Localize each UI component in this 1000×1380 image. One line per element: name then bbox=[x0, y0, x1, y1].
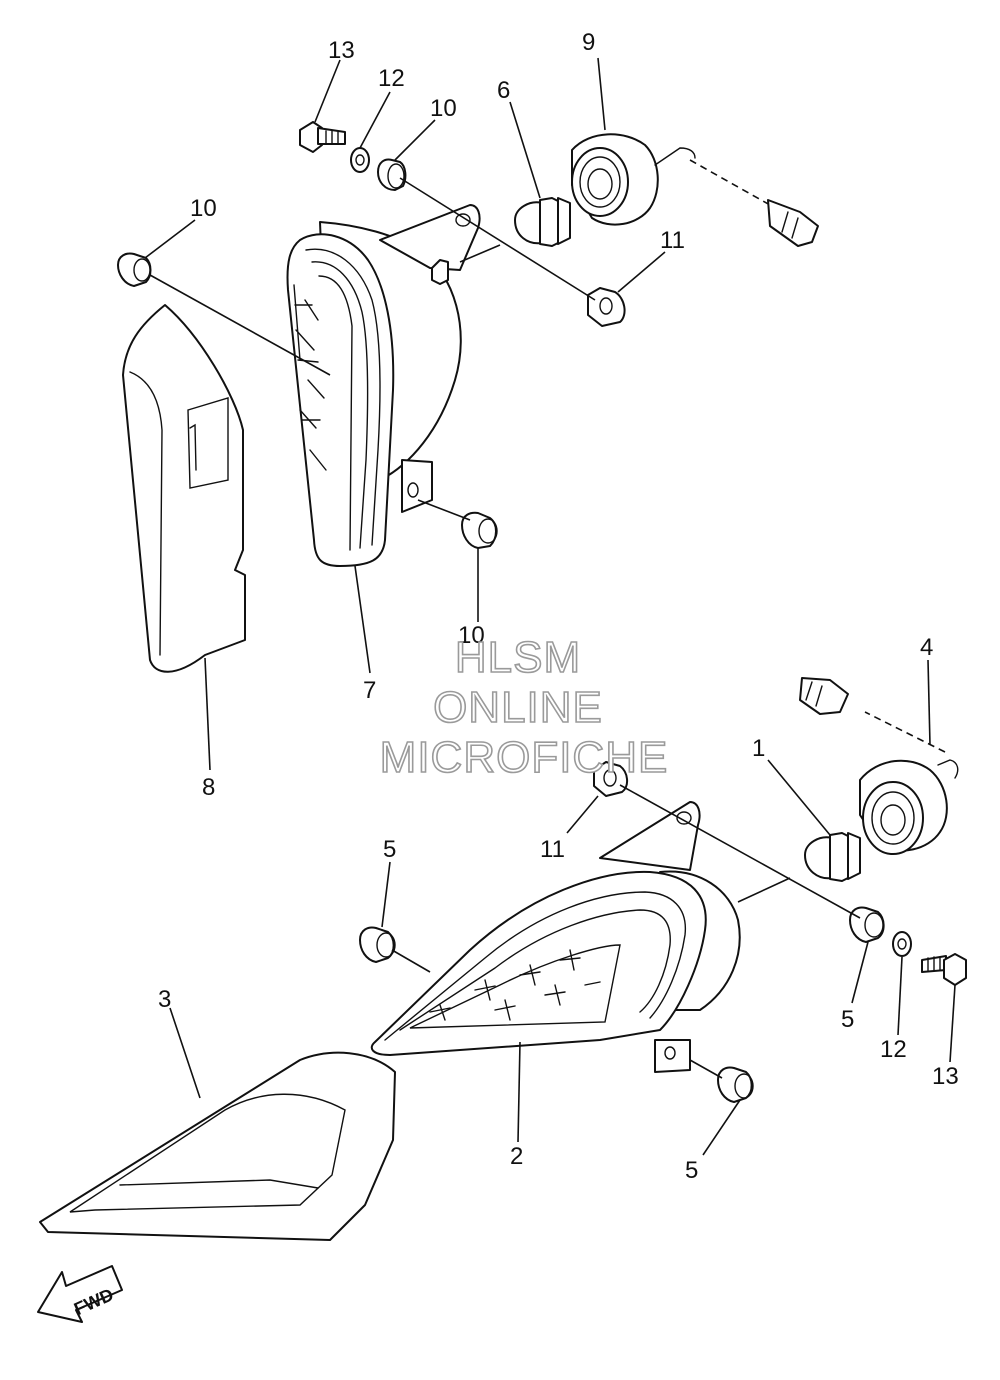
grommet-lower-a[interactable] bbox=[359, 926, 396, 963]
callout-11-upper: 11 bbox=[660, 227, 685, 254]
washer-lower[interactable] bbox=[892, 931, 912, 957]
bulb-upper[interactable] bbox=[514, 197, 571, 247]
watermark-line-3: MICROFICHE bbox=[380, 733, 669, 782]
callout-8: 8 bbox=[202, 774, 215, 801]
lens-cover-lower[interactable] bbox=[39, 1051, 396, 1241]
lens-cover-upper[interactable] bbox=[122, 304, 246, 673]
watermark-line-1: HLSM bbox=[455, 633, 581, 682]
callout-5-lower-right: 5 bbox=[841, 1006, 854, 1033]
guide-line-lower-4 bbox=[737, 877, 791, 903]
callout-12-upper: 12 bbox=[378, 65, 405, 92]
bulb-lower[interactable] bbox=[804, 832, 861, 882]
callout-13-lower: 13 bbox=[932, 1063, 959, 1090]
callout-10-upper-top: 10 bbox=[430, 95, 457, 122]
callout-12-lower: 12 bbox=[880, 1036, 907, 1063]
callout-6: 6 bbox=[497, 77, 510, 104]
bulb-socket-upper[interactable] bbox=[571, 133, 819, 247]
turn-signal-body-lower[interactable] bbox=[370, 801, 741, 1073]
bolt-upper[interactable] bbox=[299, 121, 346, 153]
guide-line-lower-1 bbox=[619, 784, 861, 919]
bulb-socket-lower[interactable] bbox=[799, 677, 959, 855]
guide-line-lower-2 bbox=[391, 949, 431, 973]
guide-line-upper-4 bbox=[459, 244, 501, 263]
callout-1: 1 bbox=[752, 735, 765, 762]
callout-4: 4 bbox=[920, 634, 933, 661]
callout-7: 7 bbox=[363, 677, 376, 704]
callout-9: 9 bbox=[582, 29, 595, 56]
bolt-lower[interactable] bbox=[921, 953, 967, 986]
callout-13-upper: 13 bbox=[328, 37, 355, 64]
fwd-arrow-icon: FWD bbox=[37, 1265, 123, 1323]
grommet-upper-c[interactable] bbox=[461, 511, 498, 549]
guide-line-lower-3 bbox=[689, 1059, 723, 1079]
callout-10-upper-left: 10 bbox=[190, 195, 217, 222]
callout-leaders bbox=[144, 57, 956, 1156]
guide-line-upper-3 bbox=[417, 499, 471, 521]
callout-5-lower-left: 5 bbox=[383, 836, 396, 863]
guide-line-upper-1 bbox=[149, 274, 331, 376]
watermark-line-2: ONLINE bbox=[433, 683, 603, 732]
callout-10-upper-bottom: 10 bbox=[458, 622, 485, 649]
grommet-lower-b[interactable] bbox=[849, 906, 885, 943]
grommet-upper-b[interactable] bbox=[117, 252, 152, 287]
callout-3: 3 bbox=[158, 986, 171, 1013]
grommet-upper-a[interactable] bbox=[377, 158, 407, 191]
grommet-lower-c[interactable] bbox=[717, 1066, 754, 1103]
guide-line-upper-2 bbox=[399, 177, 596, 301]
callout-11-lower: 11 bbox=[540, 836, 565, 863]
collar-upper[interactable] bbox=[587, 287, 626, 327]
turn-signal-body-upper[interactable] bbox=[286, 204, 481, 567]
washer-upper[interactable] bbox=[350, 147, 370, 173]
callout-5-lower-bottom: 5 bbox=[685, 1157, 698, 1184]
collar-lower[interactable] bbox=[593, 761, 628, 797]
callout-2: 2 bbox=[510, 1143, 523, 1170]
